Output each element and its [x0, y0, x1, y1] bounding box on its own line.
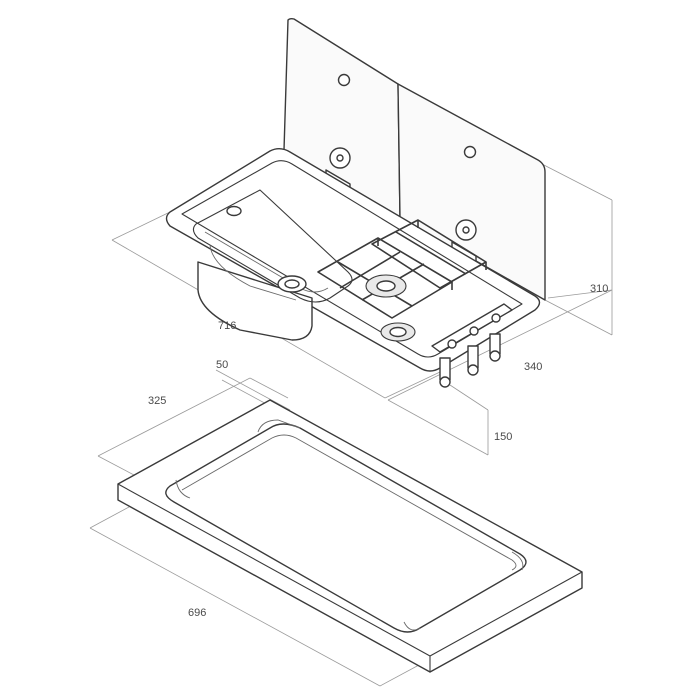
- tap-hole: [226, 205, 242, 217]
- control-knob-1: [447, 339, 457, 349]
- sink-hob-unit: [165, 148, 541, 388]
- dim-label-sink-depth: 340: [524, 361, 542, 373]
- control-knob-3: [491, 313, 501, 323]
- rim-outer: [165, 148, 541, 372]
- dim-label-lid-height: 310: [590, 283, 608, 295]
- dim-label-body-height: 150: [494, 431, 512, 443]
- basin-lower: [197, 261, 313, 341]
- dim-label-sink-length: 716: [218, 320, 236, 332]
- cutout-template: [117, 399, 583, 673]
- cutout-opening: [165, 423, 527, 633]
- dim-label-cutout-margin: 50: [216, 359, 228, 371]
- gas-valves: [439, 333, 501, 388]
- dim-label-cutout-length: 696: [188, 607, 206, 619]
- dim-label-cutout-width: 325: [148, 395, 166, 407]
- lid-hole-right: [463, 145, 477, 159]
- dimension-lines-cutout: [89, 369, 433, 687]
- lid-panel-right: [397, 83, 546, 301]
- rim-inner: [181, 160, 523, 358]
- dimension-labels: 716 340 310 150 50 325 696: [148, 283, 608, 619]
- basin-opening: [192, 189, 353, 303]
- lid-hole-left: [337, 73, 351, 87]
- hob-grates: [317, 219, 487, 319]
- control-knob-2: [469, 326, 479, 336]
